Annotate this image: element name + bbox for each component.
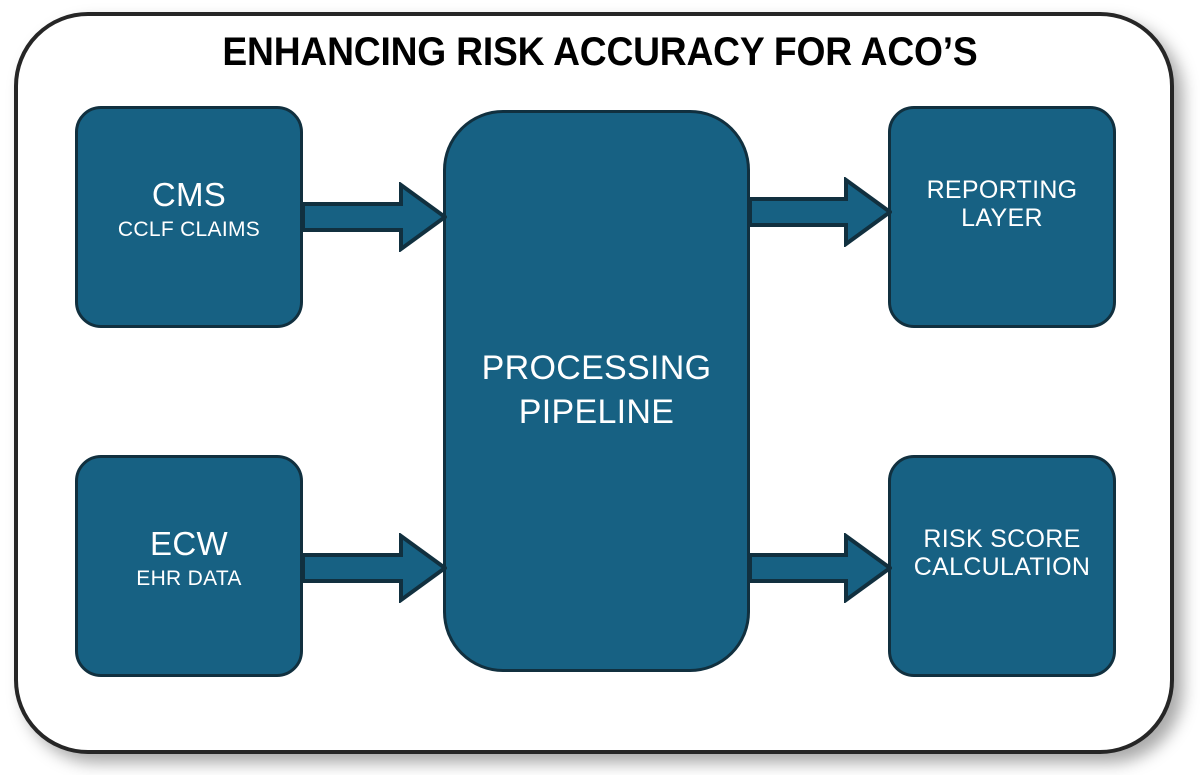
node-processing-pipeline[interactable]: PROCESSING PIPELINE — [443, 110, 750, 672]
arrow-ecw-to-pipeline-icon — [301, 533, 447, 603]
node-risk-label-line1: RISK SCORE — [923, 525, 1081, 553]
node-reporting-layer[interactable]: REPORTING LAYER — [888, 106, 1116, 328]
node-cms[interactable]: CMS CCLF CLAIMS — [75, 106, 303, 328]
diagram-title: ENHANCING RISK ACCURACY FOR ACO’S — [222, 30, 978, 74]
arrow-pipeline-to-risk-icon — [748, 533, 892, 603]
node-ecw-primary-label: ECW — [150, 524, 228, 562]
arrow-cms-to-pipeline-icon — [301, 182, 447, 252]
node-ecw-secondary-label: EHR DATA — [136, 566, 242, 590]
node-reporting-label-line1: REPORTING — [926, 176, 1078, 204]
node-cms-secondary-label: CCLF CLAIMS — [117, 217, 261, 241]
arrow-pipeline-to-reporting-icon — [748, 177, 892, 247]
node-pipeline-label-line1: PROCESSING — [481, 349, 712, 388]
node-ecw[interactable]: ECW EHR DATA — [75, 455, 303, 677]
node-cms-primary-label: CMS — [151, 175, 227, 213]
node-reporting-label-line2: LAYER — [961, 204, 1043, 232]
node-pipeline-label-line2: PIPELINE — [518, 393, 675, 431]
node-risk-label-line2: CALCULATION — [913, 553, 1091, 581]
node-risk-score-calculation[interactable]: RISK SCORE CALCULATION — [888, 455, 1116, 677]
